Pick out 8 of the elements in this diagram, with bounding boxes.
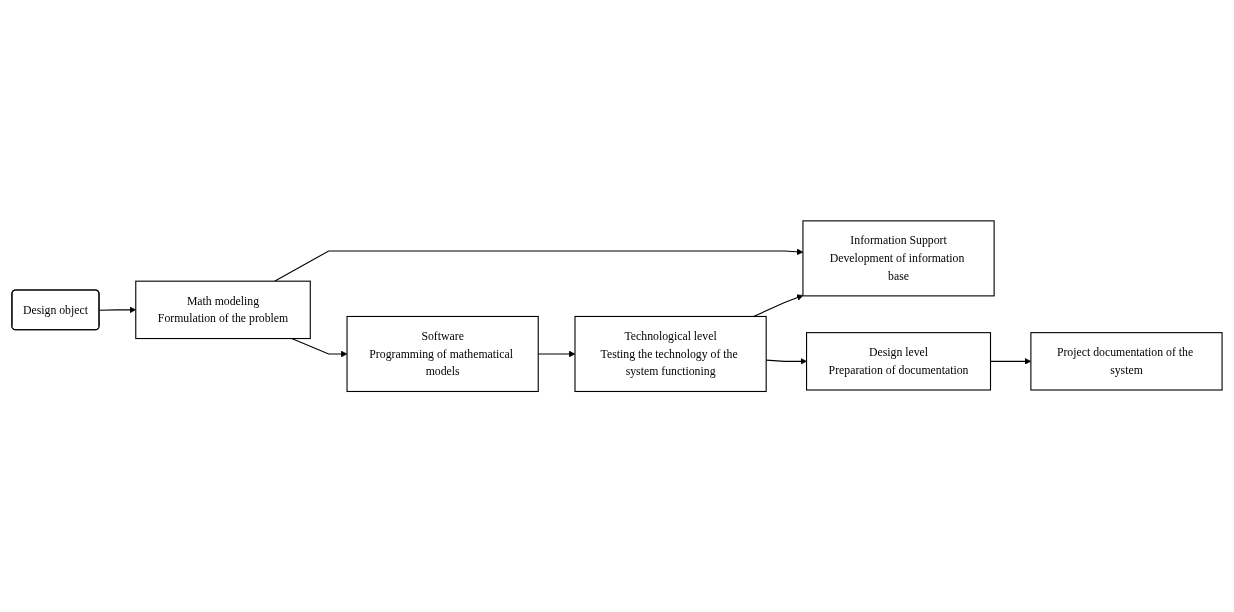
node-box: Software Programming of mathematical models	[346, 315, 539, 392]
arrow	[753, 294, 804, 317]
node-box: Information Support Development of information base	[802, 220, 995, 297]
node-box: Math modeling Formulation of the problem	[135, 280, 311, 339]
node-box: Design level Preparation of documentation	[806, 331, 992, 391]
node-box: Project documentation of the system	[1030, 331, 1223, 391]
arrow	[291, 337, 348, 357]
node-box: Technological level Testing the technology of the system functioning	[574, 315, 767, 392]
